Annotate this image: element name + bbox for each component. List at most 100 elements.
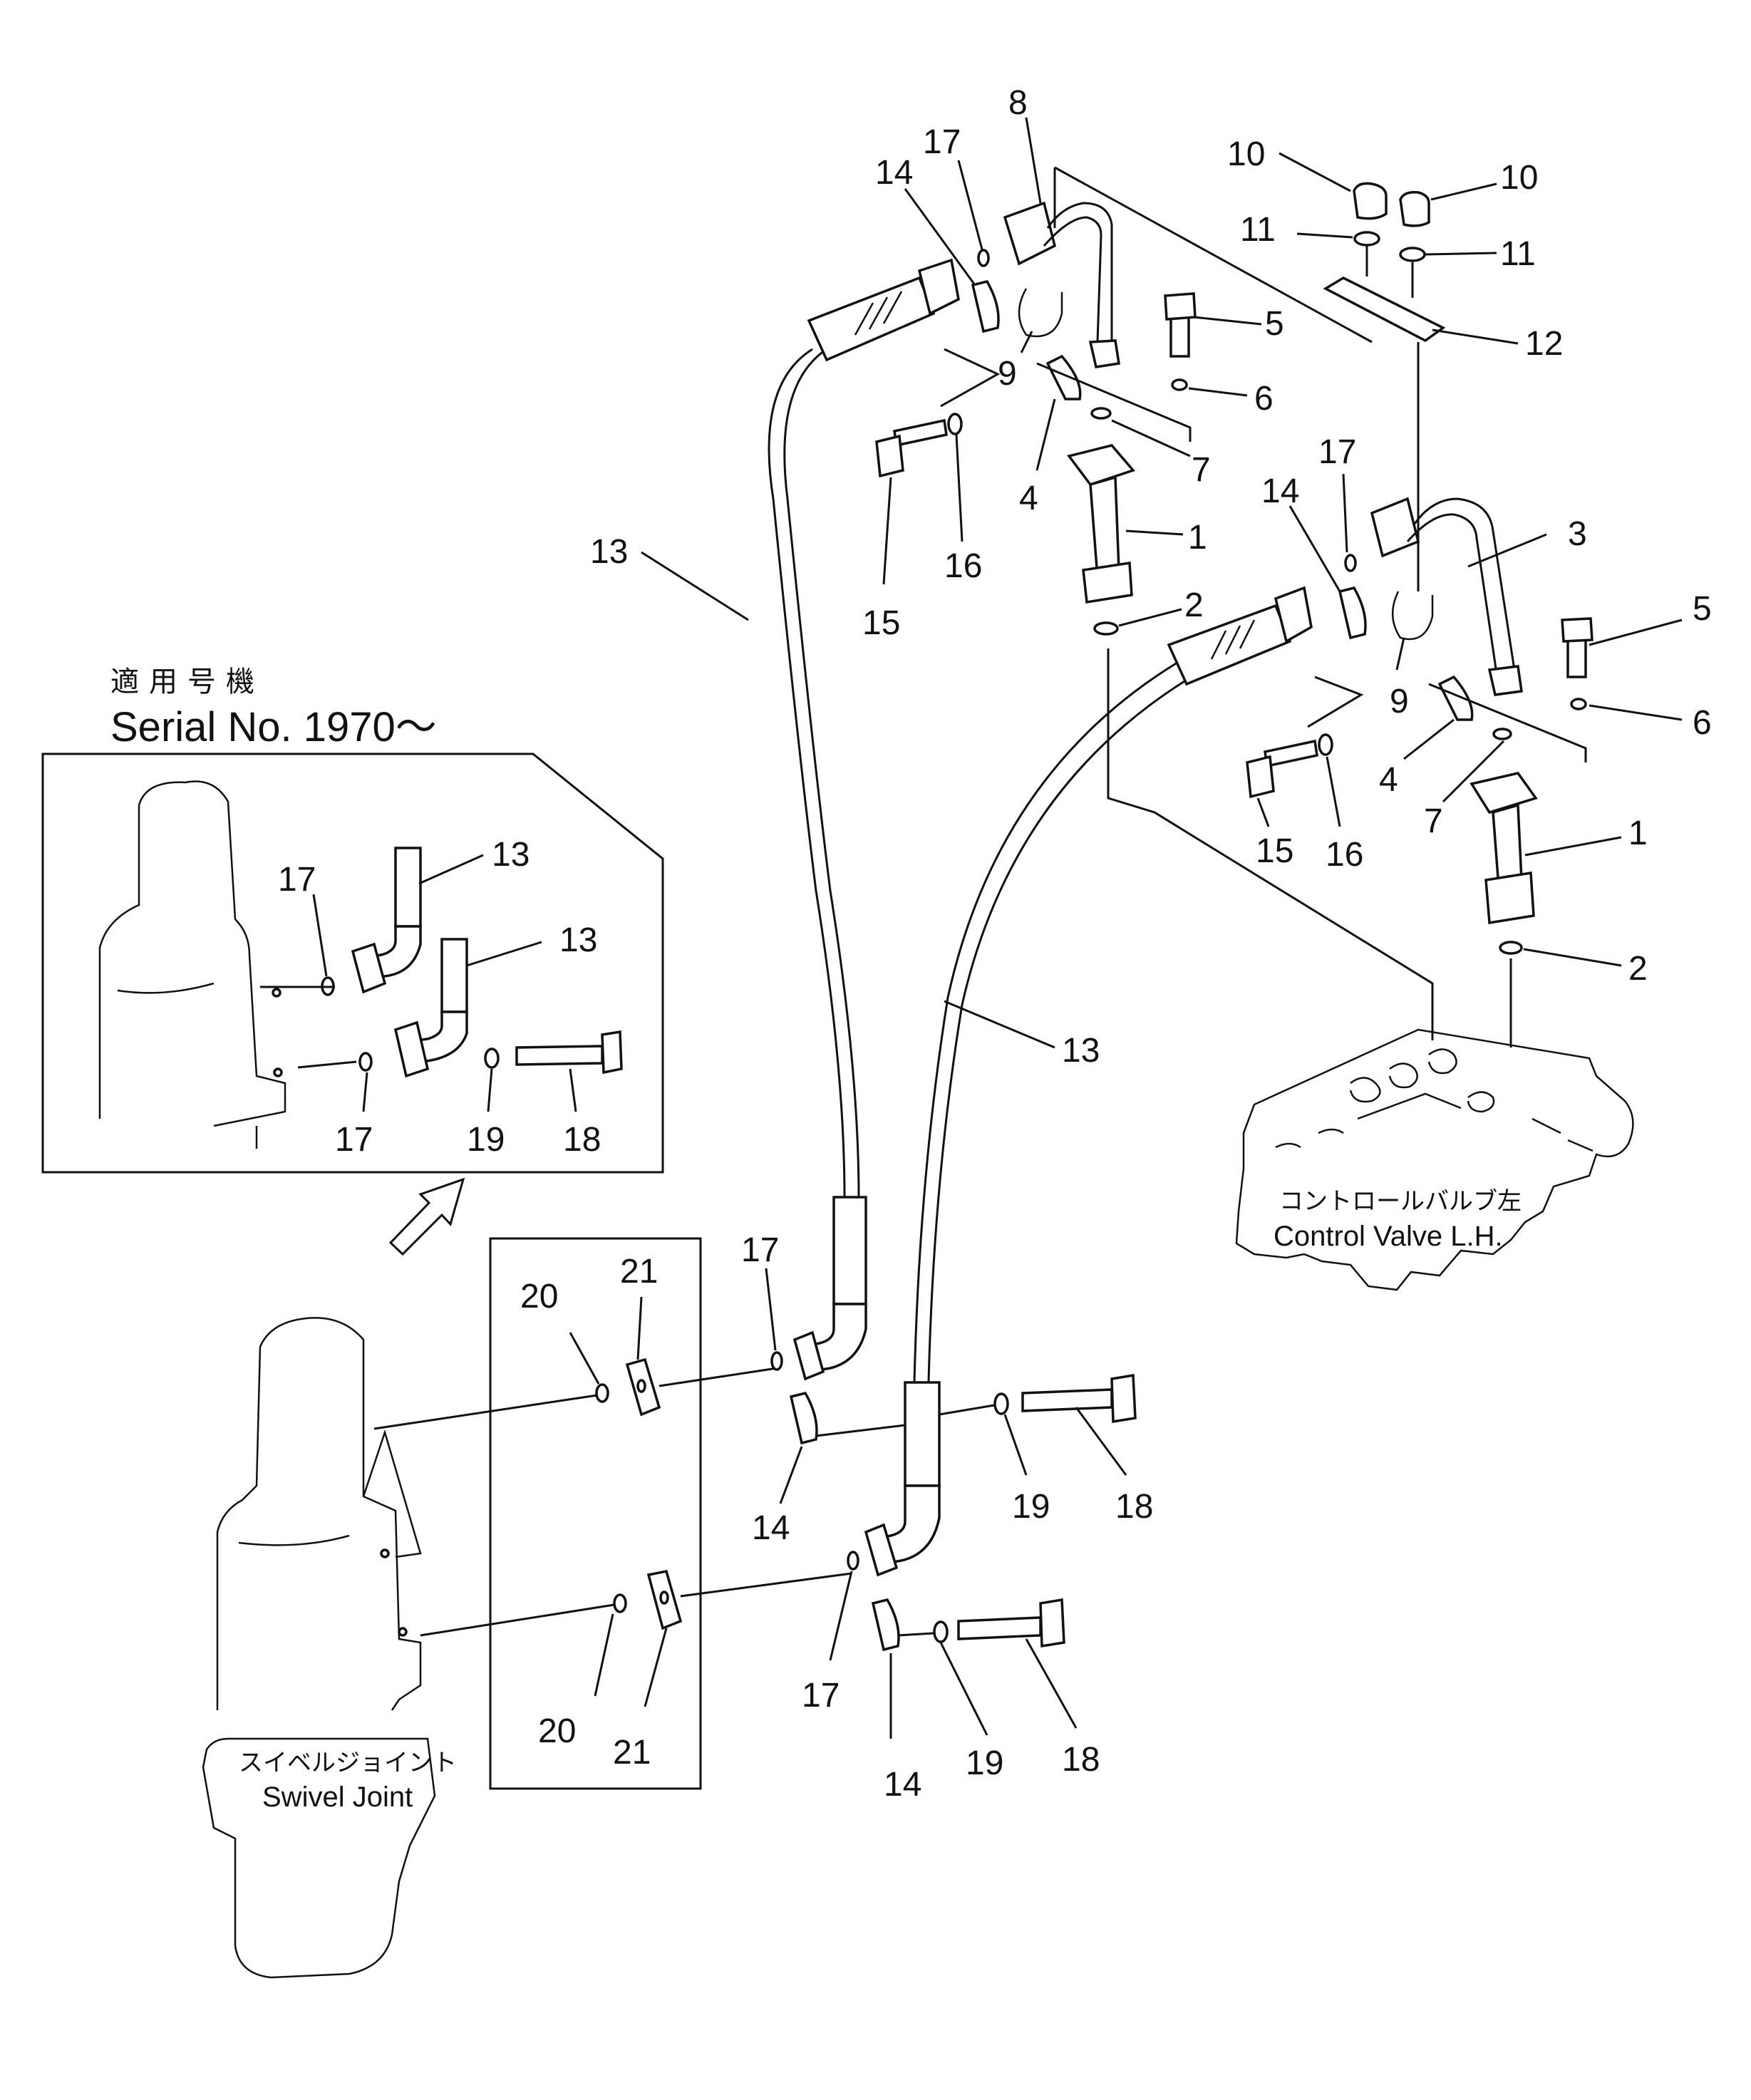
leader-15a — [882, 477, 892, 585]
tube-1-top-body — [1089, 475, 1120, 579]
inset-bolt-shank — [515, 1045, 604, 1066]
inset-heading-jp: 適用号機 — [110, 666, 264, 698]
inset-bolt-head — [601, 1030, 623, 1075]
swivel-edge — [238, 1534, 350, 1546]
bolt-5-top-head — [1164, 292, 1197, 321]
callout-17: 17 — [923, 123, 961, 161]
line-washer-b — [897, 1632, 934, 1637]
control-valve-body — [1235, 1028, 1634, 1291]
leader-1b — [1524, 836, 1622, 857]
hose-nut-top-left — [917, 258, 960, 316]
swivel-joint-label-jp: スイベルジョイント — [239, 1749, 457, 1777]
split-flange-4-mid — [1437, 675, 1474, 721]
oring-17-lower-b — [847, 1551, 859, 1571]
line-washer-a — [939, 1404, 995, 1416]
hose-13-left — [768, 348, 846, 1198]
leader-16b — [1326, 756, 1341, 827]
callout-20: 20 — [520, 1278, 558, 1315]
leader-5a — [1193, 316, 1262, 326]
leader-9b — [1395, 637, 1405, 671]
callout-5: 5 — [1265, 305, 1284, 343]
guide-line-8 — [1053, 166, 1373, 343]
leader-5b — [1589, 619, 1683, 646]
washer-19-a — [993, 1392, 1009, 1415]
leader-17d — [829, 1571, 853, 1661]
flange-lower-right — [864, 1523, 899, 1577]
leader-6b — [1589, 704, 1683, 721]
swivel-port-upper — [380, 1548, 390, 1558]
pipe-3-flange — [1370, 497, 1420, 558]
inset-flange-upper — [351, 942, 387, 994]
flange-lower-left — [792, 1330, 825, 1381]
leader-19b — [1003, 1414, 1028, 1476]
leader-14a — [904, 188, 976, 286]
callout-18: 18 — [563, 1121, 601, 1159]
inset-leader-17b — [362, 1072, 368, 1112]
line-swivel-lower — [420, 1603, 615, 1637]
pipe-3-tube — [1406, 497, 1516, 674]
inset-flange-lower — [393, 1020, 430, 1078]
tube-1-top-flange — [1067, 444, 1136, 487]
hose-13-left-outer — [783, 348, 860, 1198]
swivel-joint-assembly: スイベルジョイント Swivel Joint — [202, 1317, 457, 1979]
callout-11: 11 — [1240, 211, 1276, 249]
leader-8 — [1025, 117, 1042, 204]
callout-14: 14 — [1261, 472, 1299, 510]
bolt-18-a-head — [1110, 1373, 1137, 1424]
washer-16-top — [947, 413, 963, 435]
tube-1-top-nut — [1082, 561, 1133, 604]
inset-port-upper — [272, 988, 281, 998]
oring-20-upper — [595, 1383, 609, 1403]
callout-4: 4 — [1379, 761, 1398, 799]
callout-21: 21 — [620, 1253, 658, 1290]
leader-19c — [939, 1642, 988, 1736]
inset-hose-lower — [440, 938, 468, 1013]
flange-21-lower-hole — [659, 1590, 669, 1605]
pipe-8-end — [1088, 339, 1120, 368]
leader-13d — [944, 1000, 1055, 1049]
callout-19: 19 — [1012, 1488, 1050, 1526]
callout-17: 17 — [802, 1677, 840, 1714]
oring-2-mid — [1499, 941, 1523, 955]
leader-4b — [1403, 718, 1455, 760]
inset-swivel-body — [98, 780, 286, 1127]
oring-20-lower — [613, 1593, 627, 1613]
line-clamp-a — [815, 1424, 906, 1437]
washer-6-top — [1171, 378, 1188, 391]
bolt-18-a-shank — [1021, 1388, 1113, 1412]
callout-6: 6 — [1693, 704, 1712, 742]
leader-13c — [641, 551, 749, 621]
hose-fitting-lower-right — [904, 1381, 941, 1487]
callout-16: 16 — [1326, 836, 1363, 874]
split-flange-14-mid — [1338, 586, 1367, 640]
swivel-joint-label-en: Swivel Joint — [262, 1781, 413, 1813]
inset-port-lower — [273, 1067, 283, 1077]
inset-leader-13a — [418, 854, 484, 885]
callout-20: 20 — [538, 1712, 576, 1750]
guide-line-tube1-to-valve — [1107, 648, 1434, 1040]
tube-1-mid-flange — [1470, 772, 1538, 814]
inset-leader-lower — [297, 1060, 357, 1069]
leader-16a — [955, 434, 964, 542]
inset-swivel-edge — [117, 982, 215, 994]
hose-crimp-marks-mid — [1210, 619, 1256, 660]
ubolt-9-mid — [1391, 591, 1434, 641]
callout-12: 12 — [1525, 325, 1563, 363]
pipe-3-end — [1487, 665, 1523, 696]
oring-17-lower-a — [770, 1351, 783, 1371]
leader-10a — [1279, 152, 1351, 192]
callout-15: 15 — [862, 604, 900, 642]
oring-17-top — [977, 249, 990, 267]
leader-15b — [1256, 797, 1270, 827]
nut-10-left — [1353, 182, 1388, 220]
inset-leader-17a — [312, 894, 328, 977]
callout-9: 9 — [1390, 683, 1409, 720]
leader-1a — [1125, 529, 1184, 536]
leader-14c — [779, 1446, 803, 1504]
callout-10: 10 — [1227, 135, 1265, 173]
swivel-base — [202, 1737, 436, 1979]
hose-fitting-top-left — [807, 276, 936, 362]
leader-3 — [1467, 533, 1547, 568]
callout-14: 14 — [752, 1509, 790, 1547]
oring-7-top — [1090, 407, 1112, 420]
